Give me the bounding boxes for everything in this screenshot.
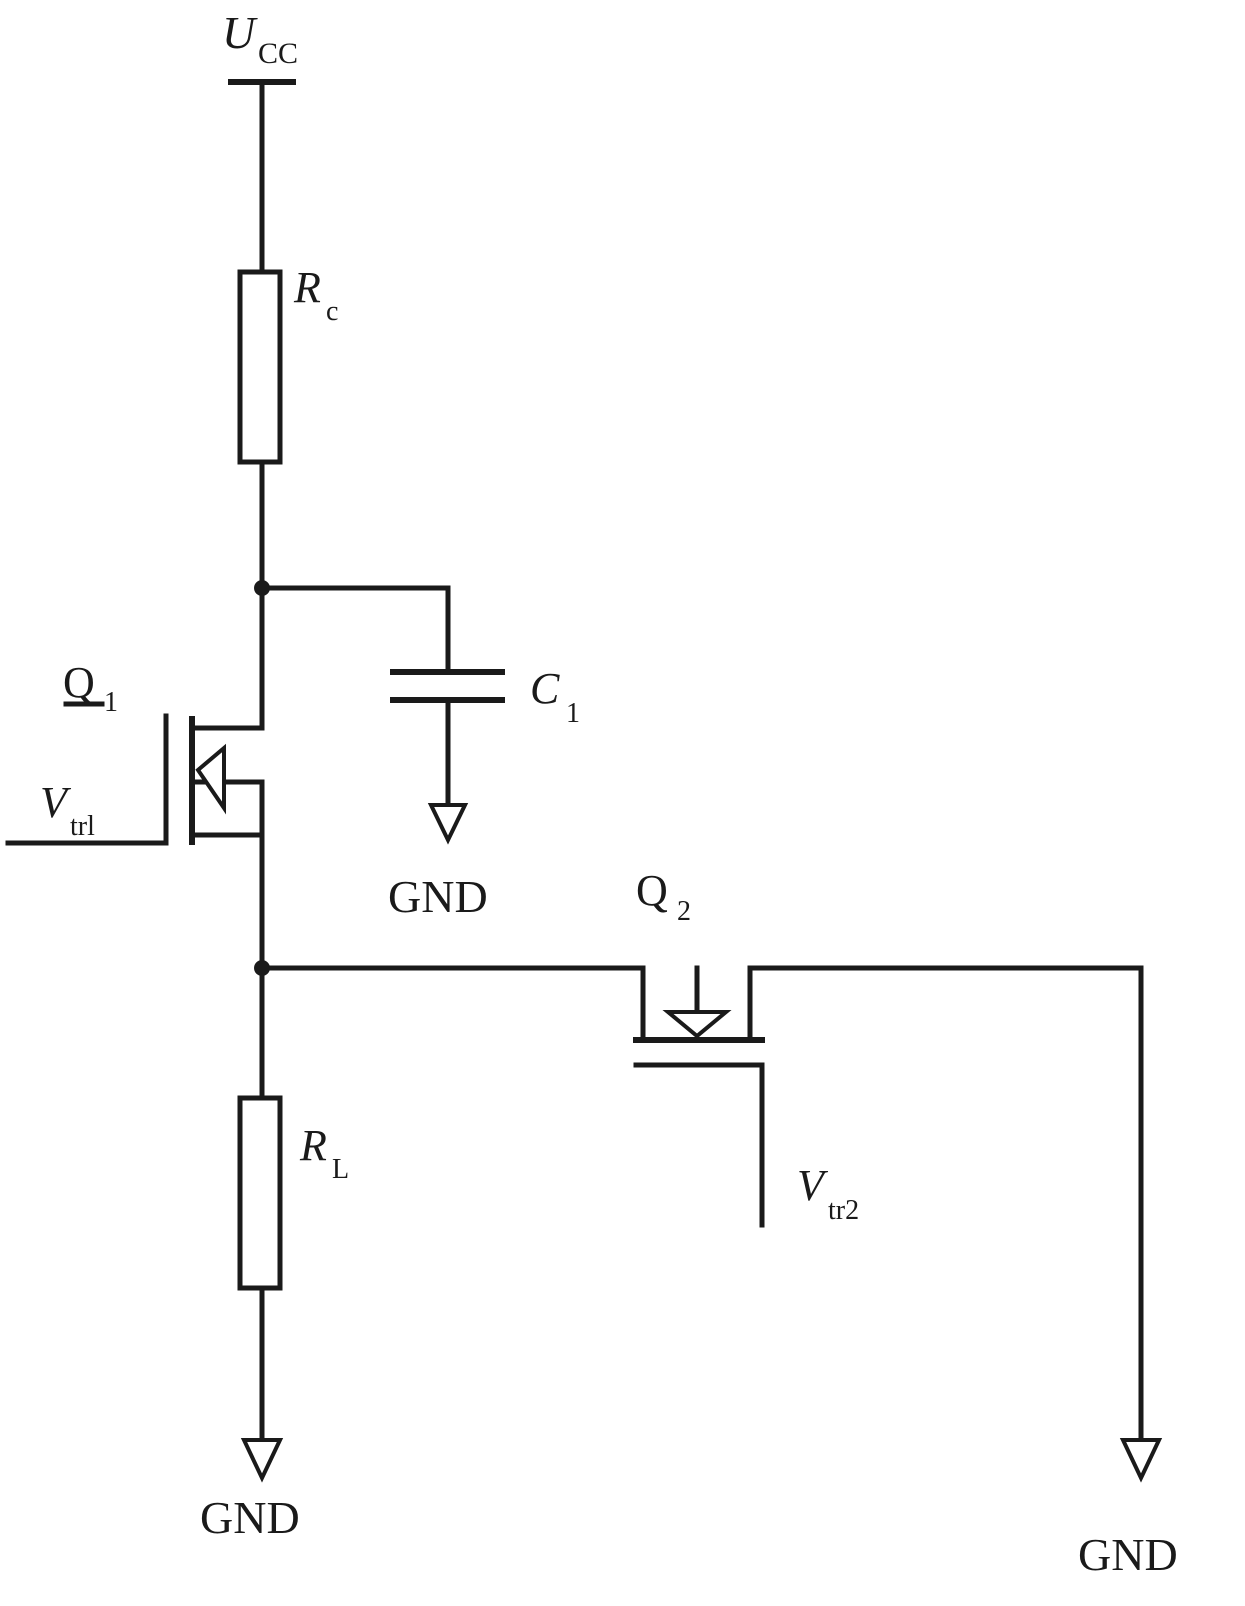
q2-label-sub: 2: [677, 896, 691, 927]
vtr1-label: V: [40, 778, 72, 827]
q1-body-arrow-icon: [195, 743, 226, 815]
rc-label-sub: c: [326, 296, 338, 327]
supply-terminal: U CC: [222, 7, 298, 85]
q1-label: Q: [63, 658, 95, 707]
resistor-rl: R L: [237, 1095, 349, 1291]
supply-label-sub: CC: [258, 37, 298, 70]
rc-label: R: [293, 263, 321, 312]
q2-gate-lead: [633, 1062, 765, 1228]
supply-label: U: [222, 7, 258, 58]
q1-gate-lead: [5, 713, 169, 846]
resistor-rc: R c: [237, 263, 338, 465]
rl-label-sub: L: [332, 1154, 349, 1185]
ground-q2-icon: [1119, 1438, 1163, 1483]
gnd-rl-label: GND: [200, 1492, 300, 1543]
transistor-q1: Q 1 V trl: [5, 658, 265, 846]
transistor-q2: Q 2 V tr2: [254, 866, 1144, 1443]
vtr2-label-sub: tr2: [828, 1195, 859, 1226]
rl-label: R: [299, 1121, 327, 1170]
q2-drain-lead: [747, 965, 1144, 1443]
ground-c1-icon: [427, 803, 469, 845]
gnd-c1-label: GND: [388, 871, 488, 922]
c1-label-sub: 1: [566, 698, 580, 729]
gnd-q2-label: GND: [1078, 1529, 1178, 1580]
ground-q2: GND: [1078, 1438, 1178, 1580]
q1-label-sub: 1: [104, 687, 118, 718]
ground-c1: GND: [388, 803, 488, 922]
capacitor-c1-branch: C 1: [254, 580, 580, 808]
q2-label: Q: [636, 866, 668, 915]
vtr1-label-sub: trl: [70, 811, 95, 842]
q2-source-lead: [259, 965, 646, 1043]
ground-rl: GND: [200, 1438, 300, 1543]
ground-rl-icon: [240, 1438, 284, 1483]
vtr2-label: V: [797, 1161, 829, 1210]
c1-label: C: [530, 664, 560, 713]
q2-body-arrow-icon: [662, 1010, 732, 1039]
